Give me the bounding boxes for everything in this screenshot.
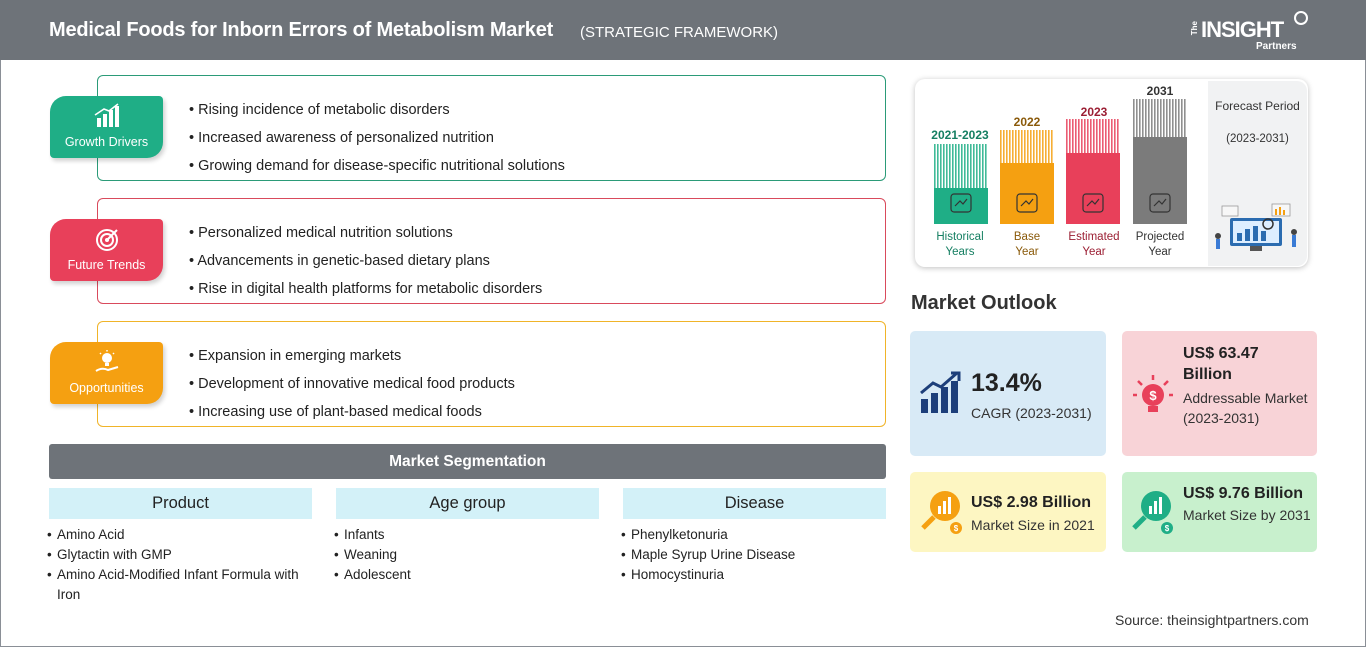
- market-size-2021-card: $ US$ 2.98 Billion Market Size in 2021: [910, 472, 1106, 552]
- list-item: Increasing use of plant-based medical fo…: [189, 398, 515, 426]
- segment-heading-product: Product: [49, 488, 312, 519]
- timeline-year-estimated: 2023: [1080, 105, 1108, 119]
- growth-drivers-label: Growth Drivers: [64, 135, 149, 149]
- insight-partners-logo: The INSIGHT Partners: [1190, 9, 1310, 55]
- addressable-market-value: US$ 63.47 Billion: [1183, 345, 1259, 383]
- timeline-year-base: 2022: [1013, 115, 1041, 129]
- list-item: Amino Acid: [47, 525, 307, 545]
- svg-text:$: $: [1149, 388, 1157, 403]
- forecast-title: Forecast Period: [1215, 99, 1300, 113]
- segment-list-disease: Phenylketonuria Maple Syrup Urine Diseas…: [621, 525, 881, 585]
- analytics-dashboard-icon: [1215, 203, 1297, 251]
- timeline-bar-body: [1066, 153, 1120, 224]
- segment-heading-age-group: Age group: [336, 488, 599, 519]
- timeline-bar-3: [1133, 99, 1187, 224]
- growth-drivers-badge: Growth Drivers: [50, 96, 163, 158]
- market-outlook-title: Market Outlook: [911, 292, 1057, 314]
- market-size-2021-label: Market Size in 2021: [971, 517, 1095, 533]
- caption-line: Year: [1148, 246, 1172, 258]
- future-trends-badge: Future Trends: [50, 219, 163, 281]
- segment-list-age-group: Infants Weaning Adolescent: [334, 525, 594, 585]
- timeline-year-historical: 2021-2023: [931, 128, 989, 142]
- addressable-market-label: Addressable Market (2023-2031): [1183, 390, 1308, 426]
- list-item: Weaning: [334, 545, 594, 565]
- future-trends-list: Personalized medical nutrition solutions…: [189, 219, 542, 303]
- magnifier-chart-icon: $: [921, 491, 962, 534]
- opportunities-box: Expansion in emerging markets Developmen…: [97, 321, 886, 427]
- dollar-bulb-icon: $: [1133, 375, 1173, 412]
- segment-heading-disease: Disease: [623, 488, 886, 519]
- caption-line: Base: [1013, 231, 1041, 243]
- timeline-bar-2: [1066, 119, 1120, 224]
- list-item: Maple Syrup Urine Disease: [621, 545, 881, 565]
- svg-text:$: $: [1165, 524, 1170, 533]
- presentation-icon: [1149, 193, 1171, 213]
- target-icon: [96, 229, 118, 251]
- list-item: Advancements in genetic-based dietary pl…: [189, 247, 542, 275]
- list-item: Glytactin with GMP: [47, 545, 307, 565]
- opportunities-label: Opportunities: [69, 381, 144, 395]
- growth-drivers-box: Rising incidence of metabolic disorders …: [97, 75, 886, 181]
- list-item: Personalized medical nutrition solutions: [189, 219, 542, 247]
- growth-drivers-list: Rising incidence of metabolic disorders …: [189, 96, 565, 180]
- list-item: Rise in digital health platforms for met…: [189, 275, 542, 303]
- header-bar: Medical Foods for Inborn Errors of Metab…: [0, 0, 1366, 60]
- forecast-span: (2023-2031): [1226, 133, 1289, 145]
- list-item: Rising incidence of metabolic disorders: [189, 96, 565, 124]
- history-icon: [950, 193, 972, 213]
- list-item: Phenylketonuria: [621, 525, 881, 545]
- gears-chart-icon: [1082, 193, 1104, 213]
- segmentation-title: Market Segmentation: [49, 444, 886, 479]
- caption-line: Year: [1082, 246, 1106, 258]
- timeline-bar-body: [1133, 137, 1187, 224]
- source-note: Source: theinsightpartners.com: [1115, 612, 1309, 628]
- list-item: Development of innovative medical food p…: [189, 370, 515, 398]
- list-item: Adolescent: [334, 565, 594, 585]
- timeline-caption-base: Base Year: [999, 230, 1055, 260]
- timeline-bar-1: [1000, 130, 1054, 224]
- timeline-caption-projected: Projected Year: [1128, 230, 1192, 260]
- list-item: Homocystinuria: [621, 565, 881, 585]
- calendar-icon: [1016, 193, 1038, 213]
- timeline-year-projected: 2031: [1146, 84, 1174, 98]
- segment-list-product: Amino Acid Glytactin with GMP Amino Acid…: [47, 525, 307, 605]
- logo-insight: INSIGHT: [1201, 17, 1284, 42]
- cagr-label: CAGR (2023-2031): [971, 405, 1092, 421]
- market-size-2021-value: US$ 2.98 Billion: [971, 494, 1092, 511]
- cagr-value: 13.4%: [971, 369, 1042, 397]
- market-size-2031-label: Market Size by 2031: [1183, 507, 1311, 523]
- caption-line: Year: [1015, 246, 1039, 258]
- caption-line: Estimated: [1068, 231, 1120, 243]
- caption-line: Years: [945, 246, 975, 258]
- page-subtitle: (STRATEGIC FRAMEWORK): [580, 24, 779, 41]
- timeline-bar-0: [934, 144, 988, 224]
- opportunities-list: Expansion in emerging markets Developmen…: [189, 342, 515, 426]
- magnifier-chart-icon: $: [1132, 491, 1173, 534]
- addressable-market-card: $ US$ 63.47 Billion Addressable Market (…: [1122, 331, 1317, 456]
- market-size-2031-value: US$ 9.76 Billion: [1183, 485, 1304, 502]
- bar-chart-growth-icon: [94, 103, 119, 127]
- opportunities-badge: Opportunities: [50, 342, 163, 404]
- caption-line: Projected: [1135, 231, 1185, 243]
- timeline-caption-estimated: Estimated Year: [1060, 230, 1128, 260]
- svg-text:$: $: [954, 524, 959, 533]
- logo-ring-icon: [1294, 11, 1308, 25]
- list-item: Amino Acid-Modified Infant Formula with …: [47, 565, 307, 605]
- lightbulb-hand-icon: [95, 350, 119, 372]
- logo-partners: Partners: [1256, 41, 1297, 52]
- caption-line: Historical: [936, 231, 984, 243]
- growth-chart-icon: [920, 371, 961, 413]
- list-item: Growing demand for disease-specific nutr…: [189, 152, 565, 180]
- page-title: Medical Foods for Inborn Errors of Metab…: [49, 19, 554, 41]
- cagr-card: 13.4% CAGR (2023-2031): [910, 331, 1106, 456]
- list-item: Increased awareness of personalized nutr…: [189, 124, 565, 152]
- timeline-caption-historical: Historical Years: [924, 230, 996, 260]
- future-trends-label: Future Trends: [67, 258, 146, 272]
- future-trends-box: Personalized medical nutrition solutions…: [97, 198, 886, 304]
- list-item: Expansion in emerging markets: [189, 342, 515, 370]
- list-item: Infants: [334, 525, 594, 545]
- market-size-2031-card: $ US$ 9.76 Billion Market Size by 2031: [1122, 472, 1317, 552]
